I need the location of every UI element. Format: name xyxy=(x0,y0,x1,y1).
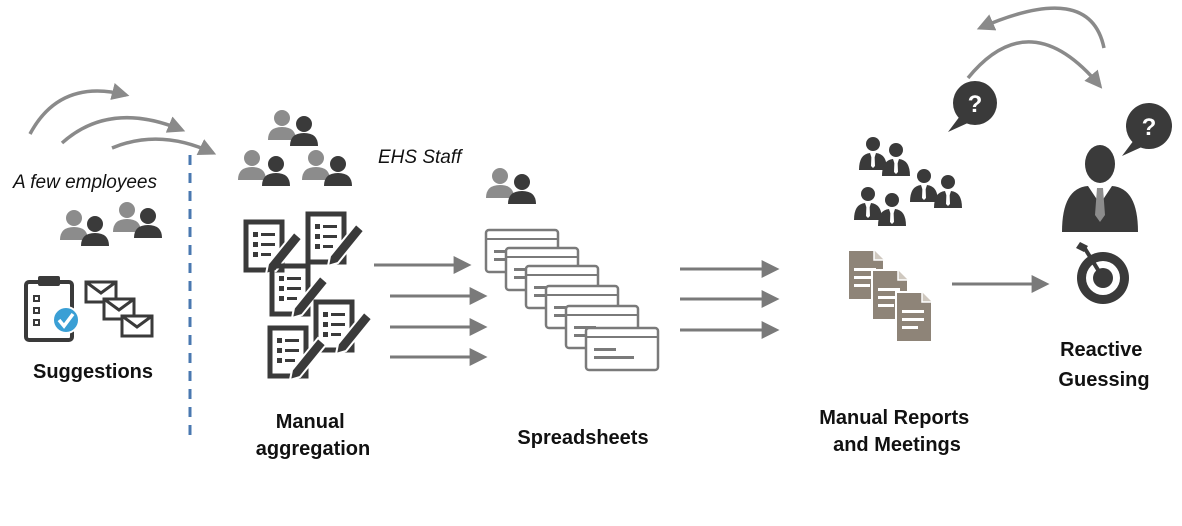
guessing-curved-arrows xyxy=(966,6,1106,89)
ehs-staff-label: EHS Staff xyxy=(378,147,463,168)
spreadsheet-icon xyxy=(484,228,660,372)
staff-people-icon xyxy=(238,110,352,186)
reactive-guessing-line1: Reactive xyxy=(1060,339,1142,361)
manual-aggregation-line2: aggregation xyxy=(256,438,370,460)
document-icon xyxy=(847,249,933,343)
form-pencil-icon xyxy=(246,214,372,380)
clipboard-check-icon xyxy=(24,276,80,342)
envelope-icon xyxy=(84,280,154,338)
staff-person-icon xyxy=(486,168,536,204)
manual-reports-line1: Manual Reports xyxy=(819,407,969,429)
question-mark-2: ? xyxy=(1142,114,1157,141)
manual-reports-label: Manual Reports and Meetings xyxy=(819,407,975,456)
businessman-icon xyxy=(854,137,962,226)
manual-aggregation-line1: Manual xyxy=(276,411,345,433)
question-bubble-icon: ? xyxy=(948,81,997,132)
spreadsheets-label: Spreadsheets xyxy=(517,427,648,449)
manual-reports-line2: and Meetings xyxy=(833,434,961,456)
question-bubble-icon: ? xyxy=(1122,103,1172,156)
reactive-guessing-line2: Guessing xyxy=(1058,369,1149,391)
employees-people-icon xyxy=(60,202,162,246)
flow-arrows-to-spreadsheets xyxy=(374,256,488,366)
suggestions-label: Suggestions xyxy=(33,361,153,383)
manual-aggregation-label: Manual aggregation xyxy=(256,411,370,460)
manager-businessman-icon xyxy=(1062,145,1138,232)
target-icon xyxy=(1076,242,1129,304)
question-mark-1: ? xyxy=(968,91,983,118)
few-employees-label: A few employees xyxy=(12,172,157,193)
flow-arrows-to-reports xyxy=(680,260,780,339)
employee-curved-arrows xyxy=(28,83,217,155)
reactive-guessing-label: Reactive Guessing xyxy=(1058,339,1149,391)
